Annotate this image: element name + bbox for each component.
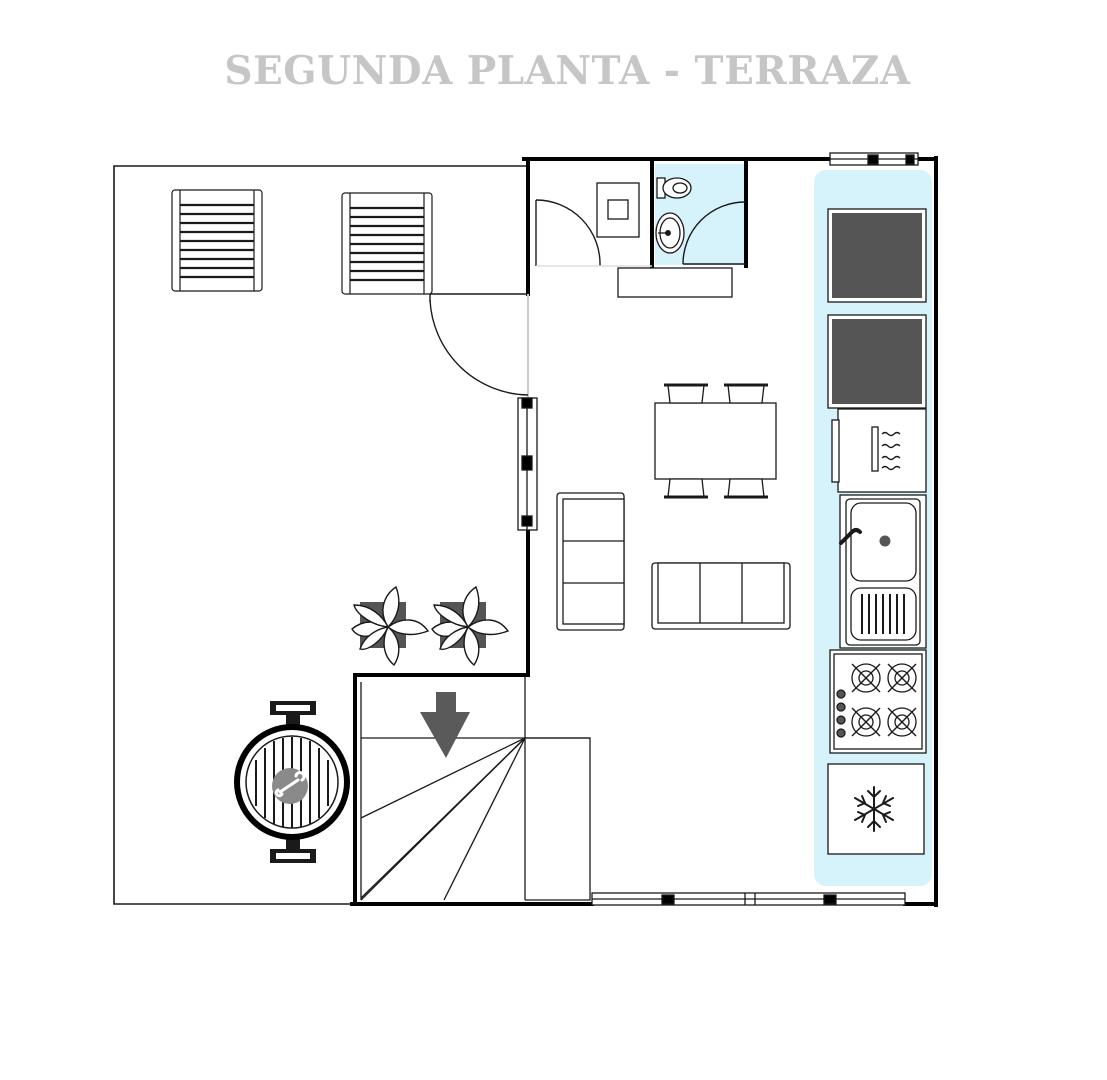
- chair: [664, 478, 708, 499]
- barbecue-grill-icon: [234, 701, 350, 863]
- sun-lounger-icon: [171, 189, 263, 292]
- chair: [724, 383, 768, 404]
- shower-icon: [682, 201, 746, 265]
- microwave-icon: [831, 408, 927, 493]
- window-top-right: [829, 152, 919, 166]
- laundry-unit: [596, 182, 640, 238]
- staircase-down-arrow-icon: [420, 692, 470, 758]
- window-sliding-terrace: [517, 397, 538, 531]
- chair: [724, 478, 768, 499]
- walls: [350, 156, 938, 907]
- window-bottom: [591, 892, 906, 906]
- washbasin-icon: [655, 212, 685, 254]
- staircase: [360, 676, 591, 901]
- chair: [664, 383, 708, 404]
- dining-table-icon: [654, 383, 777, 499]
- sofa-icon: [651, 562, 791, 630]
- plant-pot-icon: [431, 585, 510, 667]
- oven-lower: [827, 314, 927, 409]
- sun-lounger-icon: [341, 192, 433, 295]
- gas-hob-icon: [829, 649, 927, 754]
- plan-title: SEGUNDA PLANTA - TERRAZA: [224, 48, 911, 94]
- toilet-icon: [656, 177, 692, 199]
- door-terrace-swing: [429, 294, 529, 396]
- sofa-icon: [556, 492, 625, 631]
- kitchen-appliances: [827, 208, 927, 855]
- kitchen-sink-icon: [839, 494, 927, 649]
- terrace-outline: [113, 165, 528, 905]
- oven-upper: [827, 208, 927, 303]
- fridge-snowflake-icon: [827, 763, 925, 855]
- door-bathroom: [535, 199, 652, 267]
- plant-pot-icon: [351, 585, 430, 667]
- bathroom-bench: [617, 267, 733, 298]
